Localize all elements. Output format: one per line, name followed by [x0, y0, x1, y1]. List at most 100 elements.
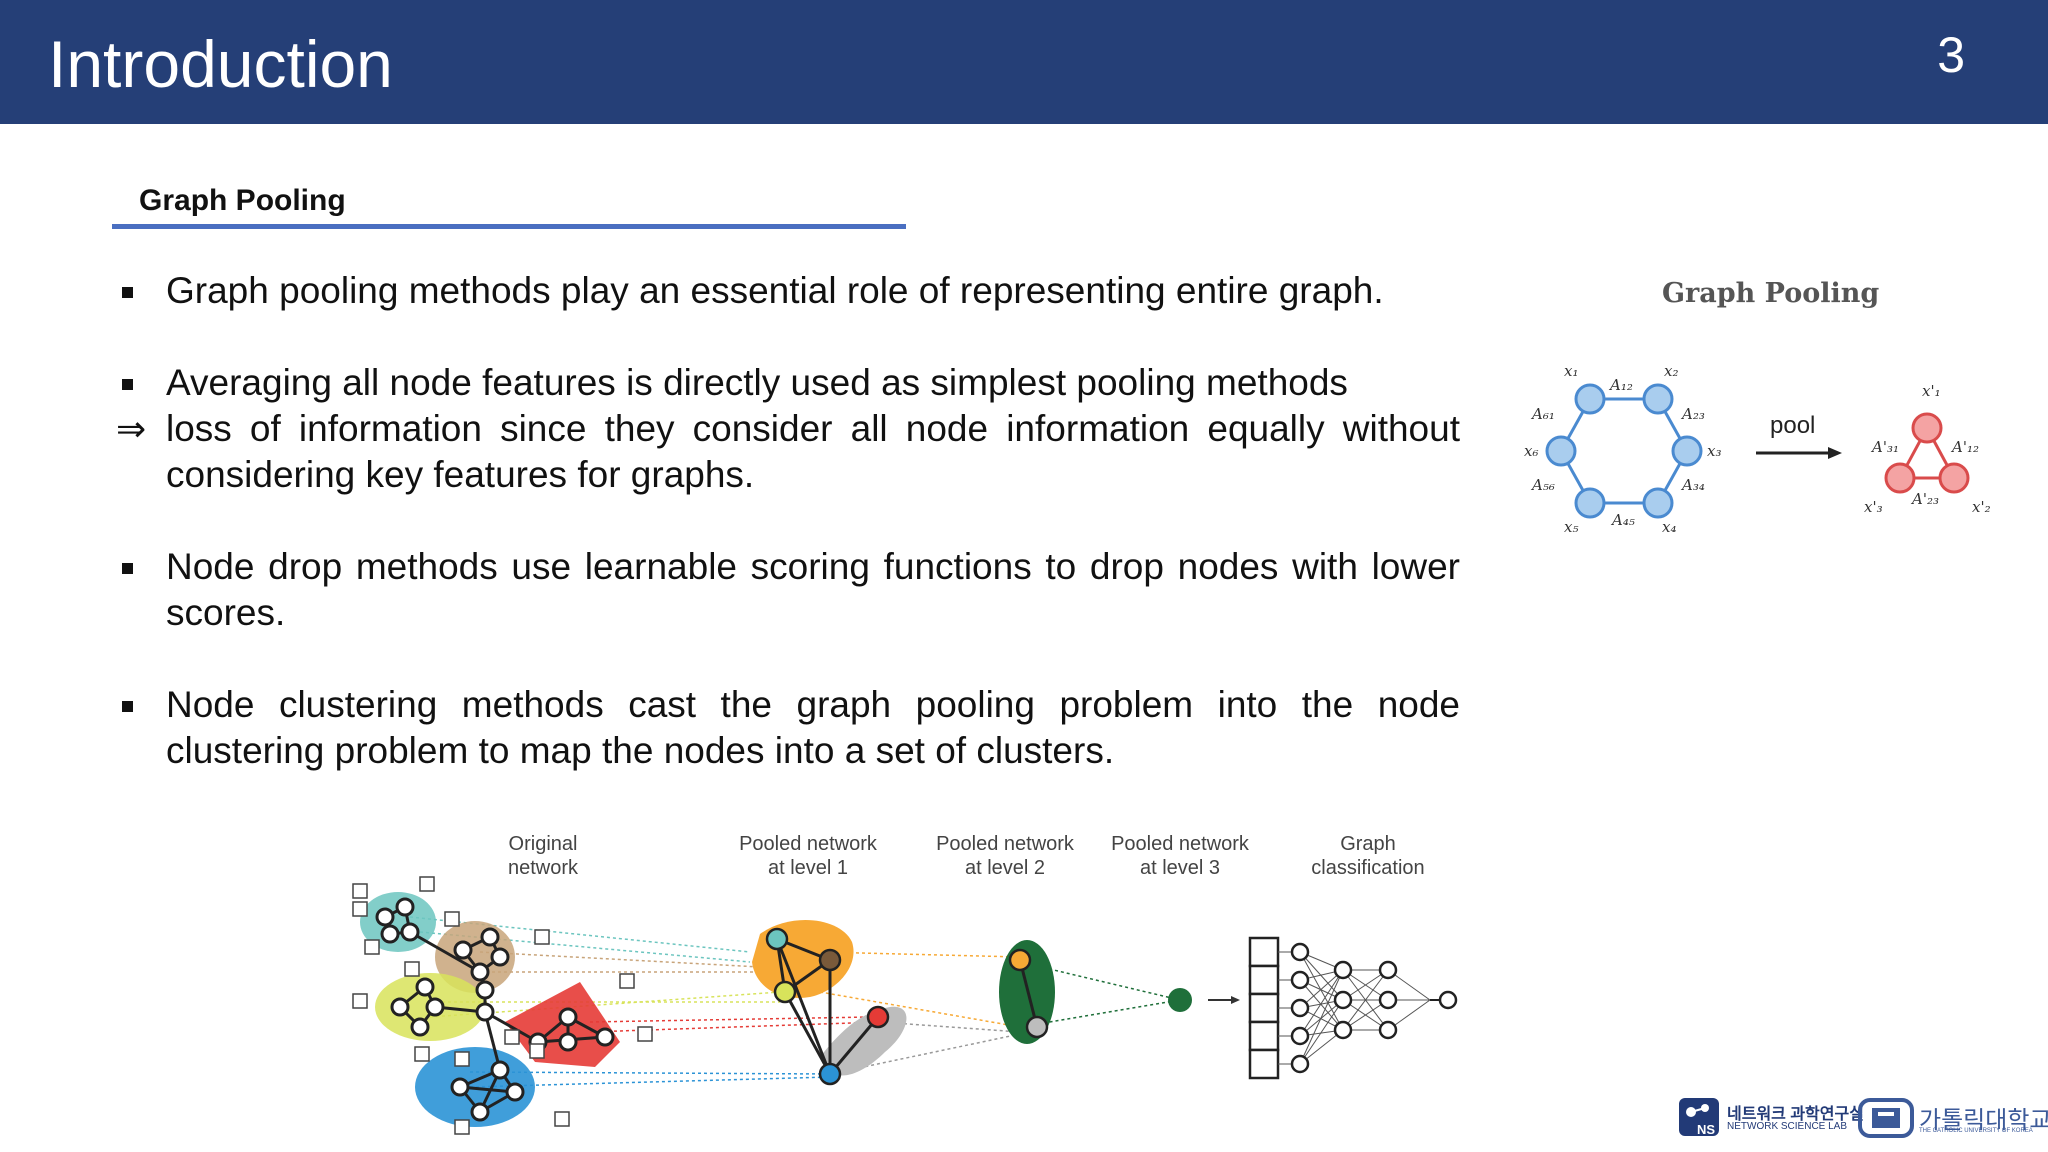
graph-node [1008, 948, 1032, 972]
feature-box [419, 876, 435, 892]
graph-node [1545, 435, 1577, 467]
square-bullet-icon [122, 379, 133, 390]
graph-node [453, 940, 473, 960]
hierarchical-pooling-diagram [352, 876, 1458, 1135]
node-label: x'₁ [1922, 382, 1941, 400]
graph-pooling-diagram: x₁ x₂ x₃ x₄ x₅ x₆ A₁₂ A₂₃ A₃₄ A₄₅ A₅₆ A₆… [1524, 362, 1991, 536]
graph-node [450, 1077, 470, 1097]
implies-arrow-icon: ⇒ [116, 408, 147, 449]
node-label: x'₃ [1864, 498, 1883, 516]
node-label: x₁ [1564, 362, 1578, 380]
mlp-neuron [1290, 1054, 1310, 1074]
slide-title: Introduction [48, 27, 393, 101]
bullet-item: Averaging all node features is directly … [116, 360, 1460, 406]
stage-label-level-1: Pooled network at level 1 [739, 833, 877, 879]
feature-box [404, 961, 420, 977]
bullet-text: Graph pooling methods play an essential … [166, 270, 1384, 311]
node-label: x₄ [1662, 518, 1676, 536]
bullet-text: Node drop methods use learnable scoring … [166, 546, 1460, 633]
lab-name-english: NETWORK SCIENCE LAB [1727, 1121, 1848, 1132]
node-label: x₂ [1664, 362, 1678, 380]
feature-box [454, 1051, 470, 1067]
stage-label-original: Original network [507, 833, 579, 879]
lab-name-korean: 네트워크 과학연구실 [1727, 1106, 1864, 1123]
feature-box [619, 973, 635, 989]
mlp-neuron [1290, 998, 1310, 1018]
university-emblem-icon [1858, 1098, 1914, 1138]
university-name-english: THE CATHOLIC UNIVERSITY OF KOREA [1919, 1128, 2033, 1134]
graph-node [558, 1032, 578, 1052]
graph-node [375, 907, 395, 927]
graph-node [505, 1082, 525, 1102]
edge-label: A₅₆ [1530, 476, 1555, 494]
graph-node [1574, 383, 1606, 415]
graph-node [595, 1027, 615, 1047]
graph-node [380, 924, 400, 944]
square-bullet-icon [122, 287, 133, 298]
lab-badge-text: NS [1697, 1122, 1715, 1137]
graph-node [1938, 462, 1970, 494]
graph-node [1911, 412, 1943, 444]
feature-box [414, 1046, 430, 1062]
feature-vector-cell [1248, 992, 1280, 1024]
graph-node [818, 948, 842, 972]
edge-label: A₂₃ [1680, 405, 1705, 423]
feature-box [444, 911, 460, 927]
feature-box [352, 901, 368, 917]
mlp-neuron [1378, 990, 1398, 1010]
section-title: Graph Pooling [139, 184, 346, 217]
graph-node [475, 980, 495, 1000]
edge-label: A'₁₂ [1950, 438, 1979, 456]
stage-label-level-3: Pooled network at level 3 [1111, 833, 1249, 879]
bullet-list: Graph pooling methods play an essential … [116, 268, 1460, 774]
node-label: x₆ [1524, 442, 1538, 460]
graph-node [470, 962, 490, 982]
mlp-neuron [1290, 942, 1310, 962]
square-bullet-icon [122, 701, 133, 712]
bullet-text: Averaging all node features is directly … [166, 362, 1348, 403]
network-science-lab-logo-icon: NS [1679, 1098, 1719, 1137]
graph-node [425, 997, 445, 1017]
graph-node [395, 897, 415, 917]
edge-label: A₃₄ [1680, 476, 1705, 494]
graph-node [475, 1002, 495, 1022]
pool-arrow-label: pool [1770, 412, 1816, 439]
graph-node [410, 1017, 430, 1037]
graph-node [558, 1007, 578, 1027]
bullet-item: Graph pooling methods play an essential … [116, 268, 1460, 314]
graph-node [490, 947, 510, 967]
title-bar: Introduction 3 [0, 0, 2048, 124]
stage-label-level-2: Pooled network at level 2 [936, 833, 1074, 879]
feature-box [352, 993, 368, 1009]
feature-vector-cell [1248, 936, 1280, 968]
graph-node [1642, 487, 1674, 519]
edge-label: A₄₅ [1610, 511, 1635, 529]
graph-node [765, 927, 789, 951]
mlp-neuron [1378, 1020, 1398, 1040]
mlp-neuron [1290, 970, 1310, 990]
university-name-korean: 가톨릭대학교 [1919, 1107, 2048, 1134]
feature-box [529, 1043, 545, 1059]
graph-node [400, 922, 420, 942]
graph-node [1671, 435, 1703, 467]
graph-node [390, 997, 410, 1017]
graph-node [1025, 1015, 1049, 1039]
node-label: x₅ [1564, 518, 1578, 536]
mlp-neuron [1333, 960, 1353, 980]
figure-caption: Graph Pooling [1662, 278, 1880, 309]
feature-box [364, 939, 380, 955]
feature-box [554, 1111, 570, 1127]
feature-vector-cell [1248, 964, 1280, 996]
graph-node [1642, 383, 1674, 415]
mlp-neuron [1378, 960, 1398, 980]
graph-node [1168, 988, 1192, 1012]
mlp-neuron [1333, 990, 1353, 1010]
node-label: x'₂ [1972, 498, 1991, 516]
graph-node [866, 1005, 890, 1029]
graph-node [818, 1062, 842, 1086]
graph-node [480, 927, 500, 947]
feature-vector-cell [1248, 1020, 1280, 1052]
section-underline [112, 224, 906, 229]
edge-label: A₁₂ [1608, 376, 1633, 394]
feature-vector-cell [1248, 1048, 1280, 1080]
